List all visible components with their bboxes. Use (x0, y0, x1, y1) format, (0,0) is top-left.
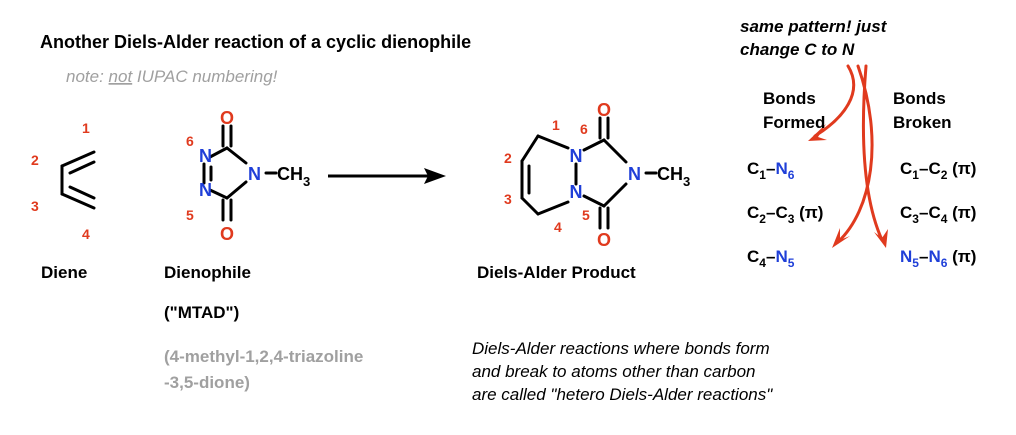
bonds-broken-list: C1–C2 (π) C3–C4 (π) N5–N6 (π) (900, 159, 976, 270)
arrow-to-bonds-broken-bottom (861, 64, 884, 242)
product-atom-number-4: 4 (554, 219, 562, 235)
product-carbonyl-oxygen-top: O (597, 100, 611, 120)
diene-atom-number-4: 4 (82, 226, 90, 242)
footer-note-line1: Diels-Alder reactions where bonds form (472, 339, 770, 358)
bonds-broken-row: C3–C4 (π) (900, 203, 976, 226)
product-label: Diels-Alder Product (477, 263, 636, 282)
product-nitrogen-6: N (570, 146, 583, 166)
product-structure (520, 116, 658, 230)
product-carbonyl-oxygen-bottom: O (597, 230, 611, 250)
dienophile-iupac-name-line2: -3,5-dione) (164, 373, 250, 392)
dienophile-label: Dienophile (164, 263, 251, 282)
product-methyl: CH3 (657, 164, 690, 189)
diene-structure (60, 150, 96, 210)
footer-note-line2: and break to atoms other than carbon (472, 362, 756, 381)
dienophile-nitrogen-4: N (248, 164, 261, 184)
arrowhead-formed-top (808, 124, 827, 141)
bonds-formed-list: C1–N6 C2–C3 (π) C4–N5 (747, 159, 823, 270)
reaction-arrow (328, 168, 446, 184)
bonds-broken-header-line1: Bonds (893, 89, 946, 108)
dienophile-structure (202, 124, 278, 222)
dienophile-nitrogen-5: N (199, 180, 212, 200)
diene-label: Diene (41, 263, 87, 282)
product-atom-number-2: 2 (504, 150, 512, 166)
dienophile-nitrogen-6: N (199, 146, 212, 166)
product-atom-number-6: 6 (580, 121, 588, 137)
diene-atom-number-2: 2 (31, 152, 39, 168)
arrowhead-formed-bottom (832, 228, 850, 248)
bonds-formed-row: C4–N5 (747, 247, 795, 270)
bonds-broken-header-line2: Broken (893, 113, 952, 132)
bonds-formed-row: C2–C3 (π) (747, 203, 823, 226)
page-title: Another Diels-Alder reaction of a cyclic… (40, 32, 471, 52)
arrowhead-broken-bottom (874, 229, 888, 248)
bonds-formed-header-line2: Formed (763, 113, 825, 132)
bonds-broken-row: C1–C2 (π) (900, 159, 976, 182)
footer-note-line3: are called "hetero Diels-Alder reactions… (472, 385, 773, 404)
product-atom-number-5: 5 (582, 207, 590, 223)
arrow-to-bonds-formed-bottom (836, 64, 874, 244)
mechanism-arrows (813, 64, 884, 244)
product-nitrogen-imide: N (628, 164, 641, 184)
dienophile-carbonyl-oxygen-bottom: O (220, 224, 234, 244)
dienophile-atom-number-6: 6 (186, 133, 194, 149)
numbering-note: note: not IUPAC numbering! (66, 67, 278, 86)
bonds-broken-row: N5–N6 (π) (900, 247, 976, 270)
diene-atom-number-3: 3 (31, 198, 39, 214)
arrow-to-bonds-formed-top (813, 64, 855, 138)
product-nitrogen-5: N (570, 182, 583, 202)
pattern-note-line1: same pattern! just (740, 17, 888, 36)
dienophile-atom-number-5: 5 (186, 207, 194, 223)
bonds-formed-header-line1: Bonds (763, 89, 816, 108)
diene-atom-number-1: 1 (82, 120, 90, 136)
dienophile-methyl: CH3 (277, 164, 310, 189)
dienophile-carbonyl-oxygen-top: O (220, 108, 234, 128)
dienophile-abbreviation: ("MTAD") (164, 303, 239, 322)
product-atom-number-1: 1 (552, 117, 560, 133)
pattern-note-line2: change C to N (740, 40, 855, 59)
bonds-formed-row: C1–N6 (747, 159, 795, 182)
product-atom-number-3: 3 (504, 191, 512, 207)
dienophile-iupac-name-line1: (4-methyl-1,2,4-triazoline (164, 347, 363, 366)
